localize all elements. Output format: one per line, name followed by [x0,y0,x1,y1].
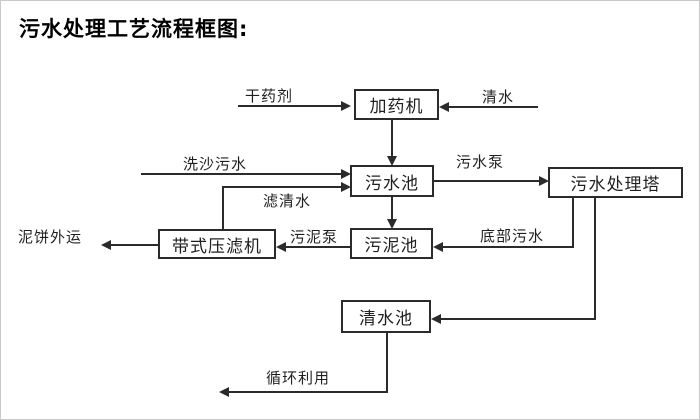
edge-tower-to-clean-arrowhead [431,314,441,324]
node-sludge-pool: 污泥池 [350,228,433,259]
edge-pool-to-sludge-arrowhead [387,219,397,229]
edge-dry-chemical-line [238,105,346,107]
edge-label-sludge-pump: 污泥泵 [290,228,339,246]
edge-clean-water-line [448,106,538,108]
node-treatment-tower: 污水处理塔 [548,167,683,198]
edge-label-mud-cake: 泥饼外运 [18,228,83,246]
edge-sand-washing-arrowhead [341,169,351,179]
edge-dosing-to-pool-arrowhead [387,156,397,166]
edge-label-dry-chemical: 干药剂 [245,87,294,105]
node-sewage-pool: 污水池 [350,165,434,197]
edge-recycling-arrowhead [219,387,229,397]
edge-label-recycling: 循环利用 [266,369,331,387]
edge-filtered-water-vline [222,186,224,229]
edge-pool-to-sludge-line [391,197,393,219]
edge-tower-to-clean-vline [594,198,596,320]
edge-recycling-vline [386,333,388,393]
edge-label-clean-water: 清水 [482,88,515,106]
edge-sludge-pump-line [285,246,350,248]
edge-recycling-hline [228,391,388,393]
node-belt-filter-press: 带式压滤机 [158,229,276,259]
edge-dosing-to-pool-line [391,120,393,158]
edge-mud-cake-line [110,244,158,246]
edge-bottom-sewage-arrowhead [433,242,443,252]
edge-dry-chemical-arrowhead [341,101,351,111]
edge-filtered-water-arrowhead [341,182,351,192]
edge-label-sand-washing: 洗沙污水 [183,155,248,173]
edge-bottom-sewage-hline [442,246,574,248]
edge-label-sewage-pump: 污水泵 [456,153,505,171]
edge-sludge-pump-arrowhead [276,242,286,252]
edge-tower-to-clean-hline [440,318,596,320]
edge-label-bottom-sewage: 底部污水 [480,227,545,245]
edge-clean-water-arrowhead [439,102,449,112]
node-dosing-machine: 加药机 [354,89,439,120]
edge-filtered-water-hline [222,186,341,188]
edge-sewage-pump-arrowhead [539,176,549,186]
node-clean-water-pool: 清水池 [341,300,431,333]
edge-sand-washing-line [141,173,341,175]
page-title: 污水处理工艺流程框图: [19,17,249,41]
edge-bottom-sewage-vline [572,198,574,248]
edge-label-filtered-water: 滤清水 [263,192,312,210]
edge-sewage-pump-line [434,180,539,182]
edge-mud-cake-arrowhead [101,240,111,250]
